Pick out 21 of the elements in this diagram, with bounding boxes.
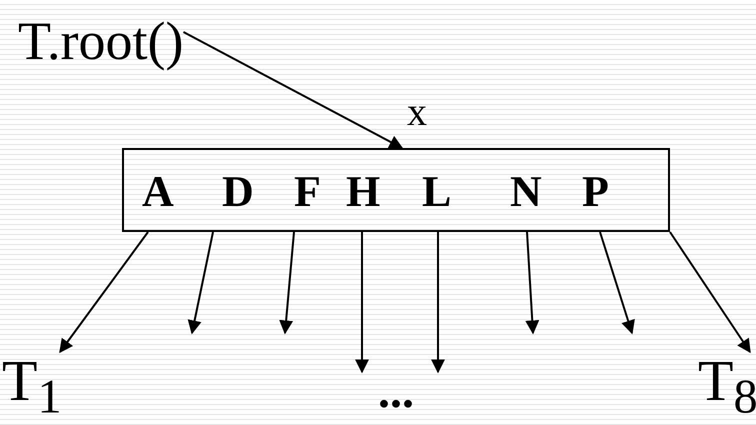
arrow: [599, 232, 635, 334]
arrow: [525, 232, 540, 334]
key-text: D: [222, 170, 254, 214]
root-call-text: T.root(): [18, 14, 184, 68]
key-text: N: [510, 170, 542, 214]
arrow: [355, 232, 369, 374]
arrow: [431, 232, 445, 374]
variable-label: x: [407, 92, 427, 132]
arrow: [182, 31, 404, 149]
arrow: [59, 231, 149, 354]
ellipsis-text: ...: [378, 368, 414, 416]
subtree-label: T$_{8}$: [698, 352, 756, 422]
key-text: A: [142, 170, 174, 214]
arrow: [279, 232, 295, 334]
key-text: L: [422, 170, 452, 214]
key-text: P: [582, 170, 609, 214]
subtree-label: T$_{1}$: [2, 352, 62, 422]
arrow: [669, 231, 751, 354]
key-text: H: [346, 170, 380, 214]
key-text: F: [294, 170, 321, 214]
arrow: [188, 232, 214, 334]
